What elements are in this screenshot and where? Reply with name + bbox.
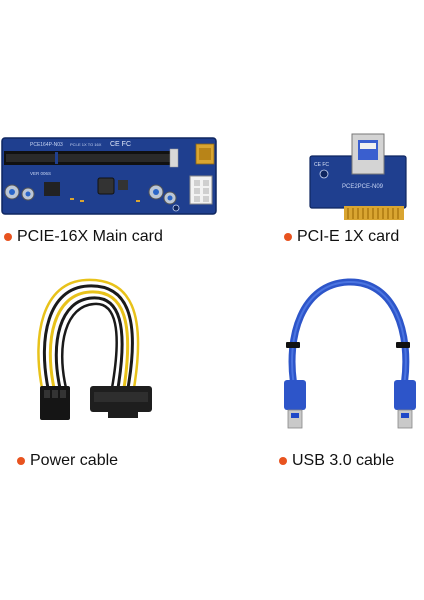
- caption-x1-card: PCI-E 1X card: [284, 228, 399, 246]
- bullet-dot: [17, 457, 25, 465]
- main-card-slot-silk: PCI-E 1X TO 16X: [70, 142, 102, 147]
- caption-main-card-text: PCIE-16X Main card: [17, 228, 163, 245]
- bullet-dot: [4, 233, 12, 241]
- caption-x1-card-text: PCI-E 1X card: [297, 228, 400, 245]
- x1-card-model-silk: PCE2PCE-N09: [342, 184, 384, 190]
- caption-power-cable: Power cable: [17, 452, 118, 470]
- main-card-model-silk: PCE164P-N03: [30, 142, 63, 148]
- main-card-ver-silk: VER 006S: [30, 171, 51, 176]
- usb-cable-photo: [272, 276, 424, 434]
- caption-usb-cable: USB 3.0 cable: [279, 452, 394, 470]
- bullet-dot: [284, 233, 292, 241]
- caption-main-card: PCIE-16X Main card: [4, 228, 163, 246]
- x1-card-photo: PCE2PCE-N09 CE FC: [300, 128, 412, 224]
- svg-text:CE FC: CE FC: [110, 141, 131, 148]
- power-cable-photo: [28, 278, 168, 428]
- svg-text:CE FC: CE FC: [314, 162, 329, 168]
- caption-power-cable-text: Power cable: [30, 452, 119, 469]
- main-card-photo: PCE164P-N03 VER 006S PCI-E 1X TO 16X CE …: [0, 130, 220, 220]
- caption-usb-cable-text: USB 3.0 cable: [292, 452, 395, 469]
- bullet-dot: [279, 457, 287, 465]
